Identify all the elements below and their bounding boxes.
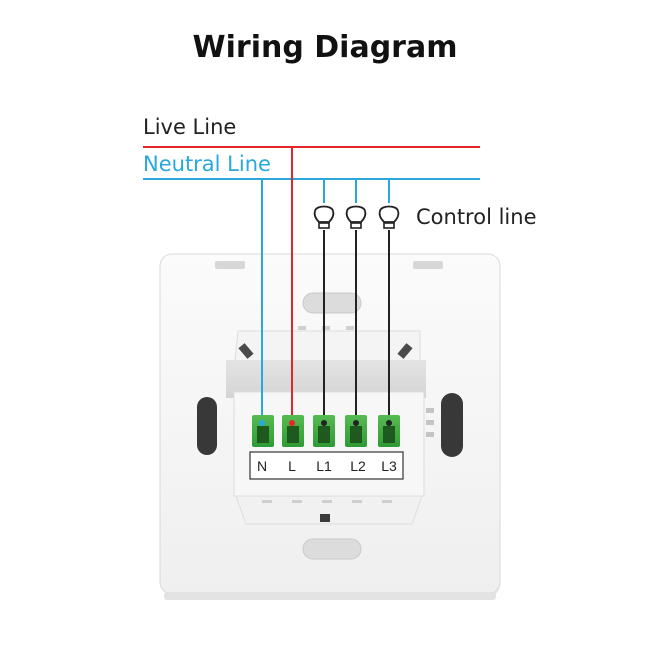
terminal-label-l3: L3 [381,458,397,474]
bulb-icon [378,205,400,229]
terminal-label-n: N [257,458,267,474]
mounting-slots [197,292,463,560]
bulb-icon [313,205,335,229]
neutral-line-label: Neutral Line [143,152,271,176]
terminal-l [282,415,304,447]
power-lines [143,146,480,428]
control-lines [313,179,400,428]
terminal-l3 [378,415,400,447]
diagram-title: Wiring Diagram [192,30,458,65]
terminal-blocks [252,415,400,447]
terminal-l1 [313,415,335,447]
bulb-icon [345,205,367,229]
terminal-label-l2: L2 [350,458,366,474]
control-line-label: Control line [416,205,537,229]
terminal-label-l1: L1 [316,458,332,474]
live-line-label: Live Line [143,115,237,139]
terminal-n [252,415,274,447]
terminal-label-l: L [288,458,296,474]
terminal-l2 [345,415,367,447]
